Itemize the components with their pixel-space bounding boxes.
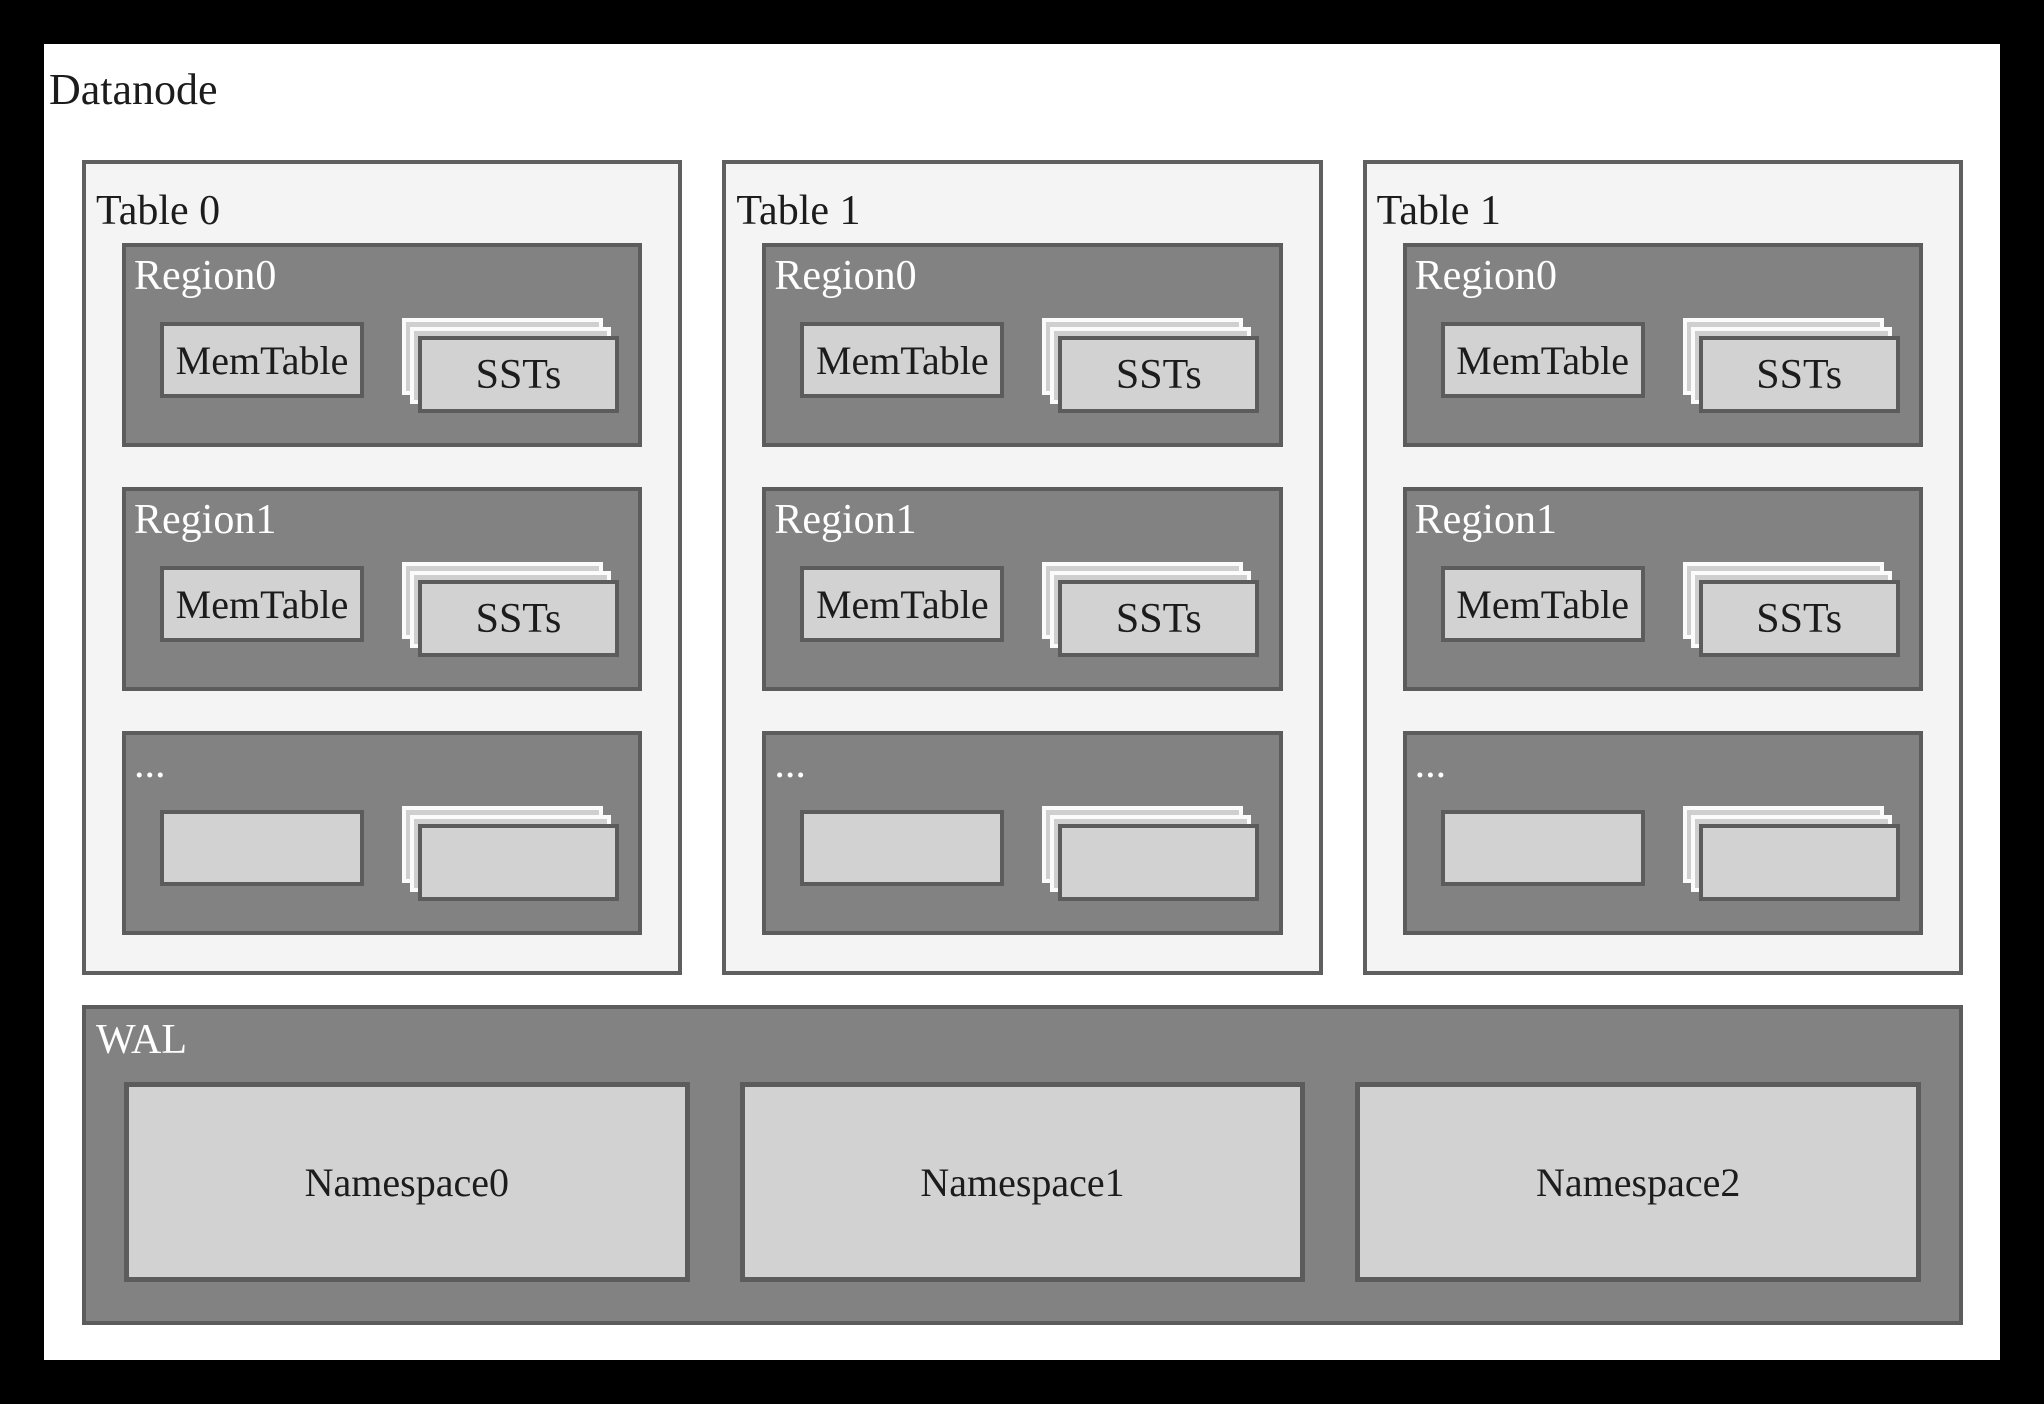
table-label: Table 0 [96,188,221,234]
region-label: Region1 [774,497,917,543]
datanode-diagram: Datanode Table 0 Region0 MemTable SSTs [44,44,2000,1360]
region-label: Region0 [1414,253,1557,299]
ssts-stack: SSTs [1042,562,1260,657]
table-box-0: Table 0 Region0 MemTable SSTs Region1 Me [82,160,683,975]
table-box-2: Table 1 Region0 MemTable SSTs Region1 Me [1362,160,1963,975]
ssts-front-box: SSTs [1058,336,1260,413]
namespace-box: Namespace2 [1355,1082,1922,1282]
ssts-stack: SSTs [1042,318,1260,413]
tables-row: Table 0 Region0 MemTable SSTs Region1 Me [82,160,1963,975]
memtable-box: MemTable [800,566,1005,642]
namespace-row: Namespace0 Namespace1 Namespace2 [124,1082,1922,1282]
regions-column: Region0 MemTable SSTs Region1 MemTable [122,243,643,935]
memtable-box: MemTable [1440,566,1645,642]
region-box: Region1 MemTable SSTs [122,487,643,691]
ssts-front-box: SSTs [1698,580,1900,657]
region-box-ellipsis: ... [122,731,643,935]
page-title: Datanode [49,65,218,114]
region-box-ellipsis: ... [1402,731,1923,935]
ssts-front-box-empty [1058,824,1260,901]
ssts-front-box: SSTs [418,580,619,657]
wal-box: WAL Namespace0 Namespace1 Namespace2 [82,1005,1963,1325]
regions-column: Region0 MemTable SSTs Region1 MemTable [762,243,1283,935]
memtable-box: MemTable [160,566,364,642]
memtable-box: MemTable [160,322,364,398]
regions-column: Region0 MemTable SSTs Region1 MemTable [1402,243,1923,935]
region-box: Region0 MemTable SSTs [762,243,1283,447]
region-box-ellipsis: ... [762,731,1283,935]
region-box: Region0 MemTable SSTs [122,243,643,447]
table-label: Table 1 [1376,188,1501,234]
region-label: ... [1414,741,1447,787]
namespace-box: Namespace0 [124,1082,690,1282]
region-label: Region0 [134,253,277,299]
ssts-stack: SSTs [1682,318,1900,413]
region-box: Region0 MemTable SSTs [1402,243,1923,447]
ssts-front-box-empty [418,824,619,901]
memtable-box: MemTable [800,322,1005,398]
wal-label: WAL [96,1017,187,1063]
ssts-front-box: SSTs [1698,336,1900,413]
memtable-box-empty [1440,810,1645,886]
region-label: Region0 [774,253,917,299]
ssts-stack: SSTs [1682,562,1900,657]
ssts-front-box-empty [1698,824,1900,901]
ssts-stack: SSTs [402,562,619,657]
memtable-box-empty [800,810,1005,886]
table-box-1: Table 1 Region0 MemTable SSTs Region1 Me [722,160,1323,975]
ssts-stack [402,806,619,901]
memtable-box-empty [160,810,364,886]
namespace-box: Namespace1 [739,1082,1306,1282]
region-label: ... [134,741,166,787]
region-label: Region1 [134,497,277,543]
ssts-front-box: SSTs [418,336,619,413]
table-label: Table 1 [736,188,861,234]
region-label: Region1 [1414,497,1557,543]
ssts-stack [1682,806,1900,901]
ssts-stack: SSTs [402,318,619,413]
ssts-stack [1042,806,1260,901]
region-box: Region1 MemTable SSTs [762,487,1283,691]
ssts-front-box: SSTs [1058,580,1260,657]
region-label: ... [774,741,806,787]
region-box: Region1 MemTable SSTs [1402,487,1923,691]
memtable-box: MemTable [1440,322,1645,398]
